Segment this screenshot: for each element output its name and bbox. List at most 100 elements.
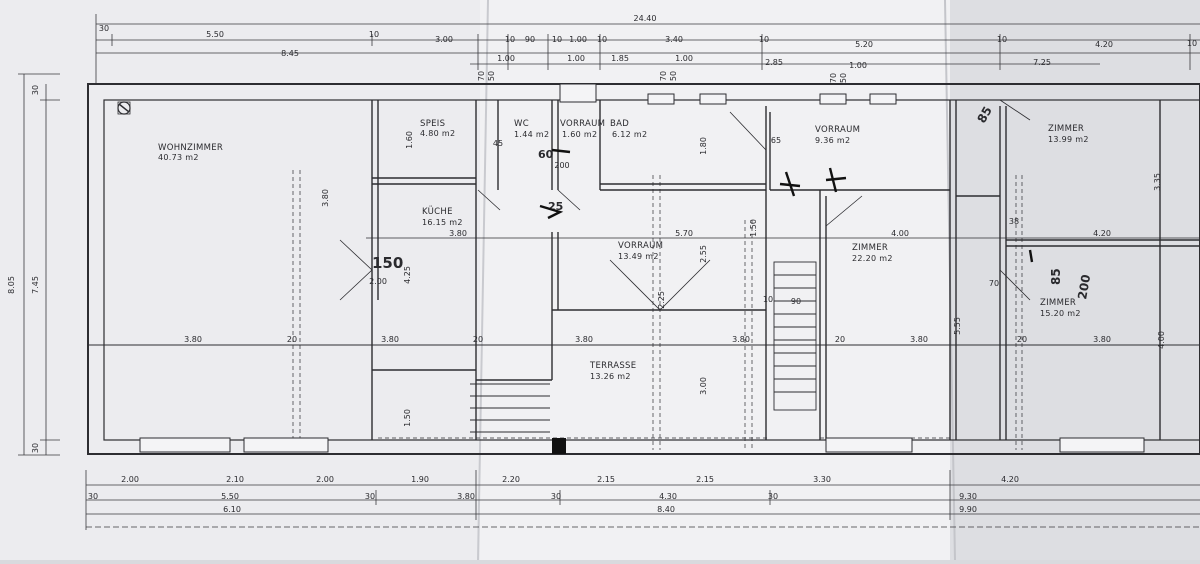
chimney-frame xyxy=(117,101,131,115)
top-dimension-lines xyxy=(95,14,1200,84)
room-area: 9.36 m2 xyxy=(815,136,850,145)
dimension-label: 3.80 xyxy=(732,335,750,344)
chimney-symbol-stroke xyxy=(118,103,130,113)
dimension-label: 10 xyxy=(552,35,562,44)
dimension-label: 3.35 xyxy=(1153,173,1162,191)
room-name: KÜCHE xyxy=(422,206,453,217)
paper-fold-left xyxy=(0,0,480,560)
dimension-label: 1.00 xyxy=(849,61,867,70)
room-name: BAD xyxy=(610,119,629,129)
dimension-label: 1.85 xyxy=(611,54,629,63)
dimension-label: 8.45 xyxy=(281,49,299,58)
room-labels: WOHNZIMMER 40.73 m2 SPEIS 4.80 m2 KÜCHE … xyxy=(158,119,1089,381)
dimension-label: 10 xyxy=(1187,39,1197,48)
dimension-label: 10 xyxy=(597,35,607,44)
room-area: 13.49 m2 xyxy=(618,252,659,261)
door-mark: 200 xyxy=(554,161,569,170)
dimension-label: 1.00 xyxy=(569,35,587,44)
window-mark: 50 xyxy=(487,71,496,81)
window-mark: 70 xyxy=(829,73,838,83)
dimension-label: 20 xyxy=(1017,335,1027,344)
room-area: 22.20 m2 xyxy=(852,254,893,263)
dashed-beams xyxy=(292,170,1023,450)
dimension-label: 3.30 xyxy=(813,475,831,484)
top-dimensions: 24.40 30 5.50 10 3.00 10 90 10 1.00 10 3… xyxy=(99,14,1197,70)
dimension-label: 4.25 xyxy=(403,266,412,284)
window-mark: 70 xyxy=(659,71,668,81)
room-area: 13.26 m2 xyxy=(590,372,631,381)
dimension-label: 1.00 xyxy=(497,54,515,63)
dimension-label: 3.80 xyxy=(910,335,928,344)
dimension-label: 3.80 xyxy=(184,335,202,344)
room-area: 1.60 m2 xyxy=(562,130,597,139)
room-area: 15.20 m2 xyxy=(1040,309,1081,318)
door-mark: 70 xyxy=(989,279,999,288)
dimension-label: 20 xyxy=(835,335,845,344)
handwritten-note: 85 xyxy=(1049,268,1063,285)
dimension-label: 8.40 xyxy=(657,505,675,514)
dimension-label: 1.50 xyxy=(749,219,758,237)
dimension-label: 3.80 xyxy=(457,492,475,501)
handwritten-note: 200 xyxy=(1075,273,1093,300)
handwritten-notes: 150 60 85 85 200 25 xyxy=(372,104,1093,300)
dimension-label: 10 xyxy=(369,30,379,39)
dimension-label: 5.50 xyxy=(221,492,239,501)
paper-fold-right xyxy=(950,0,1200,560)
room-name: ZIMMER xyxy=(1048,124,1084,134)
dimension-label: 2.25 xyxy=(657,291,666,309)
room-name: WOHNZIMMER xyxy=(158,143,223,153)
dimension-label: 4.20 xyxy=(1093,229,1111,238)
dimension-label: 2.85 xyxy=(765,58,783,67)
room-name: SPEIS xyxy=(420,119,445,129)
handwritten-note: 150 xyxy=(372,254,403,272)
dimension-label: 3.80 xyxy=(1093,335,1111,344)
fold-line xyxy=(477,0,489,561)
dimension-label: 1.90 xyxy=(411,475,429,484)
left-dimensions: 8.05 7.45 30 30 xyxy=(7,85,40,453)
handwritten-marks xyxy=(539,148,1034,263)
room-area: 6.12 m2 xyxy=(612,130,647,139)
column-marker xyxy=(552,438,566,454)
handwritten-note: 60 xyxy=(538,148,554,161)
room-name: VORRAUM xyxy=(815,125,860,135)
dimension-label: 3.00 xyxy=(435,35,453,44)
dimension-label: 1.50 xyxy=(403,409,412,427)
room-area: 16.15 m2 xyxy=(422,218,463,227)
door-mark: 90 xyxy=(791,297,801,306)
door-mark: 45 xyxy=(493,139,503,148)
dimension-label: 30 xyxy=(31,85,40,95)
room-name: ZIMMER xyxy=(1040,298,1076,308)
dimension-label: 9.30 xyxy=(959,492,977,501)
dimension-label: 1.00 xyxy=(567,54,585,63)
dimension-label: 3.80 xyxy=(449,229,467,238)
door-mark: 38 xyxy=(1009,217,1019,226)
room-area: 13.99 m2 xyxy=(1048,135,1089,144)
room-area: 1.44 m2 xyxy=(514,130,549,139)
dimension-label: 5.20 xyxy=(855,40,873,49)
window-mark: 50 xyxy=(839,73,848,83)
bottom-dimension-lines xyxy=(85,470,1200,530)
room-area: 4.80 m2 xyxy=(420,129,455,138)
dimension-label: 5.55 xyxy=(953,317,962,335)
room-name: VORRAUM xyxy=(560,119,605,129)
dimension-label: 5.70 xyxy=(675,229,693,238)
dimension-label: 10 xyxy=(759,35,769,44)
dimension-label: 30 xyxy=(99,24,109,33)
dimension-label: 2.15 xyxy=(597,475,615,484)
left-dimension-lines xyxy=(18,73,60,456)
dimension-label: 7.25 xyxy=(1033,58,1051,67)
door-mark: 10 xyxy=(763,295,773,304)
dimension-label: 4.00 xyxy=(1157,331,1166,349)
dimension-label: 2.55 xyxy=(699,245,708,263)
door-mark: 2.00 xyxy=(369,277,387,286)
dimension-label: 4.00 xyxy=(891,229,909,238)
dimension-label: 30 xyxy=(365,492,375,501)
dimension-label: 2.10 xyxy=(226,475,244,484)
dimension-label: 2.00 xyxy=(316,475,334,484)
room-name: TERRASSE xyxy=(589,361,636,371)
dimension-label: 3.00 xyxy=(699,377,708,395)
dimension-label: 1.60 xyxy=(405,131,414,149)
dimension-label: 4.20 xyxy=(1095,40,1113,49)
